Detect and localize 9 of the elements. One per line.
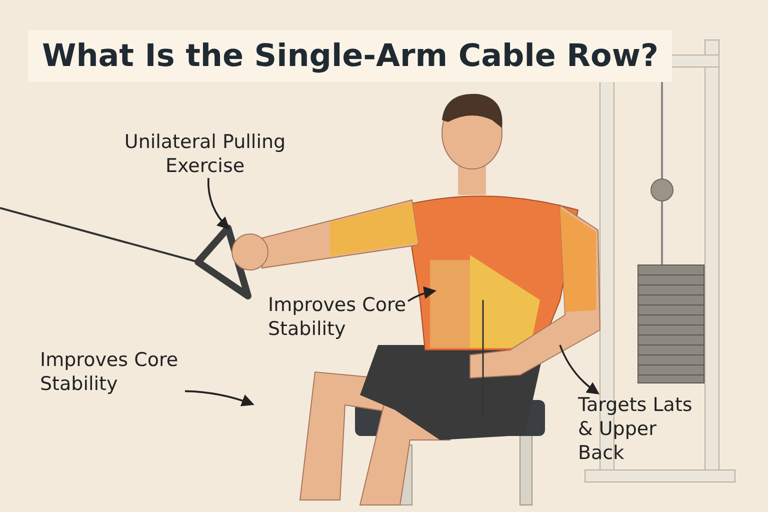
callout-text: Unilateral Pulling Exercise [120, 130, 290, 178]
leader-arrow [559, 344, 600, 394]
callout-text: Improves Core Stability [268, 293, 408, 341]
leader-arrow [184, 390, 254, 406]
callout-text: Improves Core Stability [40, 348, 185, 396]
callout-text: Targets Lats & Upper Back [578, 393, 708, 465]
leader-arrow [207, 178, 230, 230]
title: What Is the Single-Arm Cable Row? [28, 30, 672, 82]
handle-icon [194, 224, 252, 300]
